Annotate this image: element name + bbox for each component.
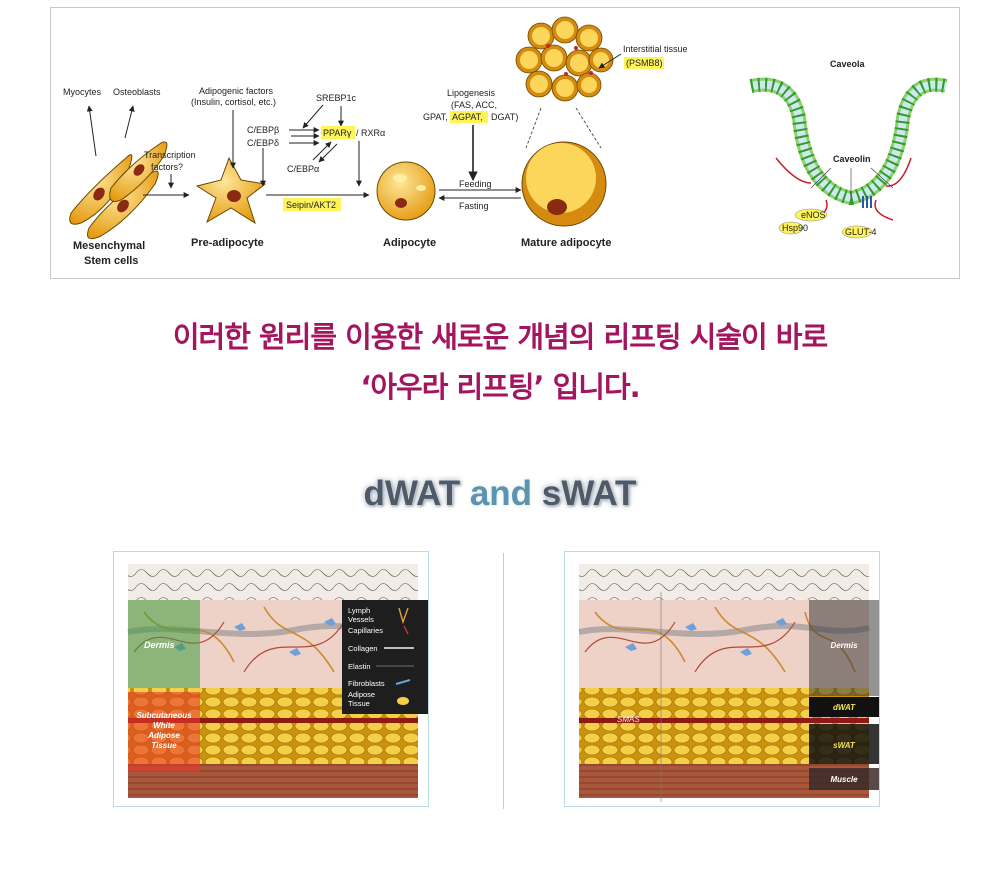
subtitle-and: and — [469, 474, 533, 513]
right-swat-label: sWAT — [833, 741, 856, 750]
transcription-label-2: factors? — [151, 162, 183, 172]
headline: 이러한 원리를 이용한 새로운 개념의 리프팅 시술이 바로 ‘아우라 리프팅’… — [0, 312, 1000, 412]
left-subq-label-1: Subcutaneous — [136, 711, 192, 720]
osteoblasts-label: Osteoblasts — [113, 87, 161, 97]
adipogenesis-diagram: Myocytes Osteoblasts Mesenchymal Stem ce… — [63, 16, 948, 267]
skin-layers-left-illustration: Dermis Subcutaneous White Adipose Tissue… — [127, 564, 428, 798]
legend-elastin: Elastin — [348, 662, 371, 671]
smas-label: SMAS — [617, 715, 640, 724]
adipogenic-label-1: Adipogenic factors — [199, 86, 274, 96]
adipogenesis-figure: Myocytes Osteoblasts Mesenchymal Stem ce… — [50, 7, 960, 279]
caveola-title: Caveola — [830, 59, 866, 69]
cebpb-label: C/EBPβ — [247, 125, 279, 135]
caveola-membrane-illustration — [749, 77, 948, 239]
section-subtitle: dWAT and sWAT — [0, 474, 1000, 514]
mature-adipocyte-label: Mature adipocyte — [521, 237, 611, 249]
legend-tissue: Tissue — [348, 699, 370, 708]
srebp1c-label: SREBP1c — [316, 93, 357, 103]
adipose-tissue-cluster-illustration — [515, 16, 614, 102]
left-subq-label-3: Adipose — [147, 731, 180, 740]
legend-collagen: Collagen — [348, 644, 378, 653]
legend-vessels: Vessels — [348, 615, 374, 624]
adipogenic-label-2: (Insulin, cortisol, etc.) — [191, 97, 276, 107]
adipocyte-illustration — [376, 161, 436, 221]
headline-line2: ‘아우라 리프팅’ 입니다. — [360, 370, 640, 404]
rxr-label: / RXRα — [356, 128, 385, 138]
msc-label-line2: Stem cells — [84, 255, 138, 267]
skin-layers-right-illustration: SMAS Dermis dWAT sWAT Muscle — [578, 564, 879, 802]
cebpa-label: C/EBPα — [287, 164, 319, 174]
legend-adipose: Adipose — [348, 690, 375, 699]
lipogenesis-agpat: AGPAT, — [452, 112, 483, 122]
legend-fibroblasts: Fibroblasts — [348, 679, 385, 688]
skin-layers-right-panel: SMAS Dermis dWAT sWAT Muscle — [564, 551, 880, 807]
right-dermis-label: Dermis — [830, 641, 858, 650]
panel-divider — [503, 553, 504, 809]
left-subq-label-4: Tissue — [151, 741, 177, 750]
mature-adipocyte-illustration — [521, 141, 607, 227]
glut4-label: GLUT-4 — [845, 227, 877, 237]
transcription-label-1: Transcription — [144, 150, 196, 160]
subtitle-swat: sWAT — [541, 474, 637, 513]
legend-box — [342, 600, 428, 714]
seipin-label: Seipin/AKT2 — [286, 200, 336, 210]
right-dwat-label: dWAT — [833, 703, 856, 712]
legend-lymph: Lymph — [348, 606, 370, 615]
legend-capillaries: Capillaries — [348, 626, 383, 635]
adipocyte-label: Adipocyte — [383, 237, 436, 249]
cebpd-label: C/EBPδ — [247, 138, 279, 148]
caveolin-label: Caveolin — [833, 154, 871, 164]
preadipocyte-label: Pre-adipocyte — [191, 237, 264, 249]
lipogenesis-title: Lipogenesis — [447, 88, 496, 98]
lipogenesis-dgat: DGAT) — [491, 112, 518, 122]
preadipocyte-illustration — [195, 156, 267, 225]
feeding-label: Feeding — [459, 179, 492, 189]
lipogenesis-line2: (FAS, ACC, — [451, 100, 497, 110]
hsp90-label: Hsp90 — [782, 223, 808, 233]
enos-label: eNOS — [801, 210, 826, 220]
left-subq-label-2: White — [153, 721, 175, 730]
headline-line1: 이러한 원리를 이용한 새로운 개념의 리프팅 시술이 바로 — [172, 320, 828, 354]
myocytes-label: Myocytes — [63, 87, 102, 97]
interstitial-label-2: (PSMB8) — [626, 58, 663, 68]
skin-layers-left-panel: Dermis Subcutaneous White Adipose Tissue… — [113, 551, 429, 807]
subtitle-dwat: dWAT — [363, 474, 461, 513]
interstitial-label-1: Interstitial tissue — [623, 44, 688, 54]
lipogenesis-gpat: GPAT, — [423, 112, 448, 122]
right-muscle-label: Muscle — [830, 775, 858, 784]
msc-label-line1: Mesenchymal — [73, 240, 145, 252]
mesenchymal-stem-cells-illustration — [69, 141, 168, 240]
left-dermis-label: Dermis — [144, 640, 175, 650]
fasting-label: Fasting — [459, 201, 489, 211]
ppar-label: PPARγ — [323, 128, 352, 138]
